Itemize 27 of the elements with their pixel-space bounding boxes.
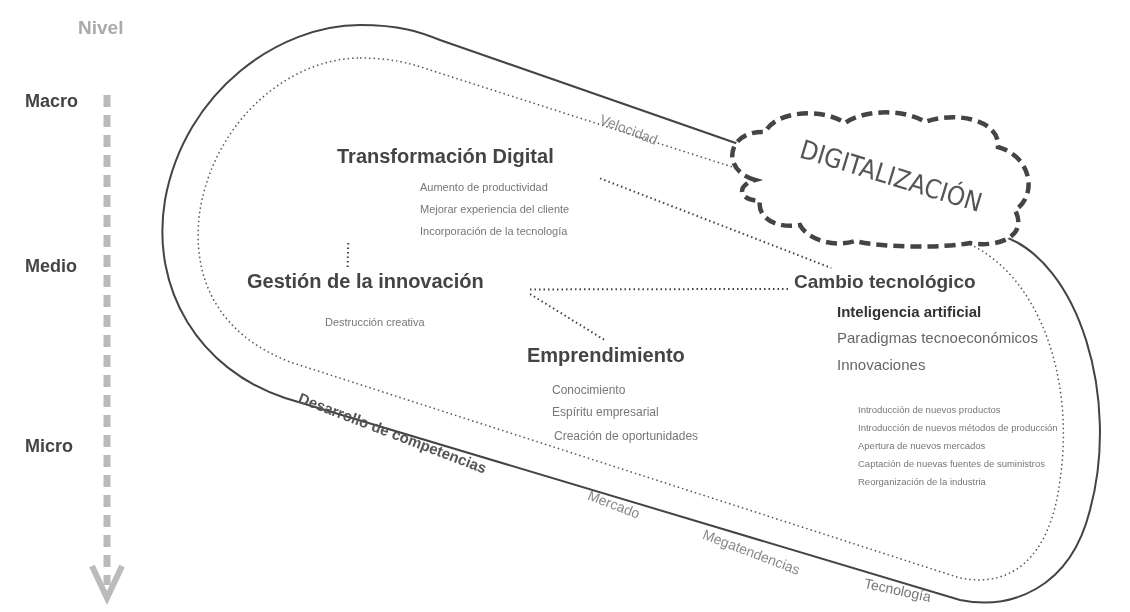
node-item: Reorganización de la industria: [858, 477, 986, 488]
node-item: Mejorar experiencia del cliente: [420, 203, 570, 216]
node-heading: Cambio tecnológico: [794, 272, 976, 293]
dotted-connector: [529, 287, 791, 291]
level-label: Medio: [25, 257, 77, 277]
node-heading: Emprendimiento: [527, 344, 685, 366]
level-label: Macro: [25, 92, 78, 112]
node-item: Innovaciones: [837, 357, 926, 374]
node-item: Apertura de nuevos mercados: [858, 441, 986, 452]
node-item: Incorporación de la tecnología: [420, 225, 568, 238]
dotted-connector: [599, 177, 833, 269]
node-item: Introducción de nuevos productos: [858, 405, 1001, 416]
node-heading: Transformación Digital: [337, 145, 554, 167]
node-subheading: Inteligencia artificial: [837, 304, 982, 321]
node-item: Aumento de productividad: [420, 181, 548, 194]
node-item: Paradigmas tecnoeconómicos: [837, 330, 1038, 347]
node-item: Creación de oportunidades: [554, 430, 699, 444]
node-heading: Gestión de la innovación: [247, 270, 484, 292]
node-item: Introducción de nuevos métodos de producción: [858, 423, 1058, 434]
axis-title: Nivel: [78, 18, 124, 39]
dotted-connector: [346, 242, 350, 269]
node-item: Destrucción creativa: [325, 316, 425, 329]
node-item: Conocimiento: [552, 384, 626, 398]
dotted-connector: [529, 293, 606, 341]
node-item: Espíritu empresarial: [552, 406, 659, 420]
level-label: Micro: [25, 437, 73, 457]
node-item: Captación de nuevas fuentes de suministros: [858, 459, 1045, 470]
